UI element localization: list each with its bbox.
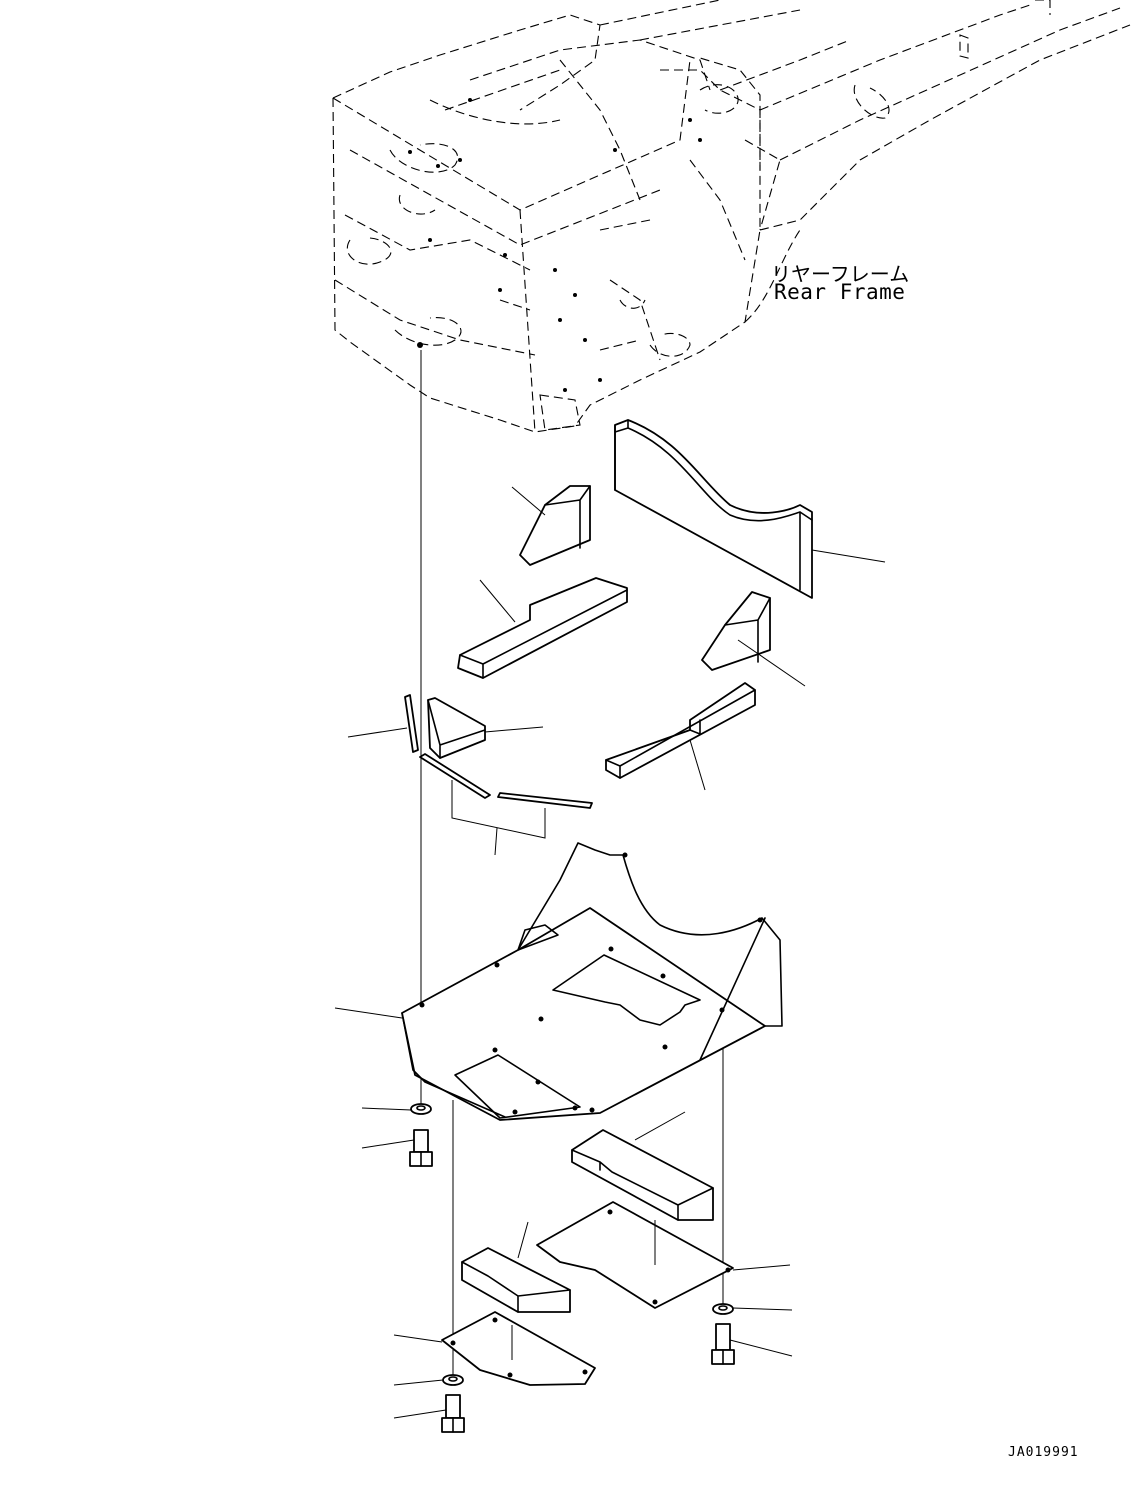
- long-notched-bar-right: [605, 682, 756, 791]
- washer-bolt-right: [711, 1303, 793, 1365]
- lower-right-cover-plate: [536, 1201, 791, 1309]
- triangle-wedge-left: [427, 697, 544, 759]
- washer-bolt-left-lower: [393, 1374, 465, 1433]
- main-bottom-guard-plate: [334, 842, 783, 1121]
- lower-right-weight-block: [571, 1111, 714, 1221]
- lower-left-weight-block: [461, 1221, 571, 1313]
- rear-frame-label-jp: リヤーフレーム: [771, 262, 910, 286]
- wedge-block-right: [701, 591, 806, 687]
- large-curved-counterweight-plate: [614, 419, 886, 599]
- washer-bolt-left-upper: [361, 1103, 433, 1167]
- seal-strips: [347, 694, 593, 856]
- long-notched-bar-upper: [457, 577, 628, 679]
- rear-frame-label-en: Rear Frame: [774, 280, 906, 304]
- drawing-id: JA019991: [1008, 1445, 1079, 1460]
- wedge-block-upper: [511, 485, 591, 566]
- rear-frame-outline: [332, 0, 1131, 433]
- lower-left-cover-plate: [393, 1311, 596, 1386]
